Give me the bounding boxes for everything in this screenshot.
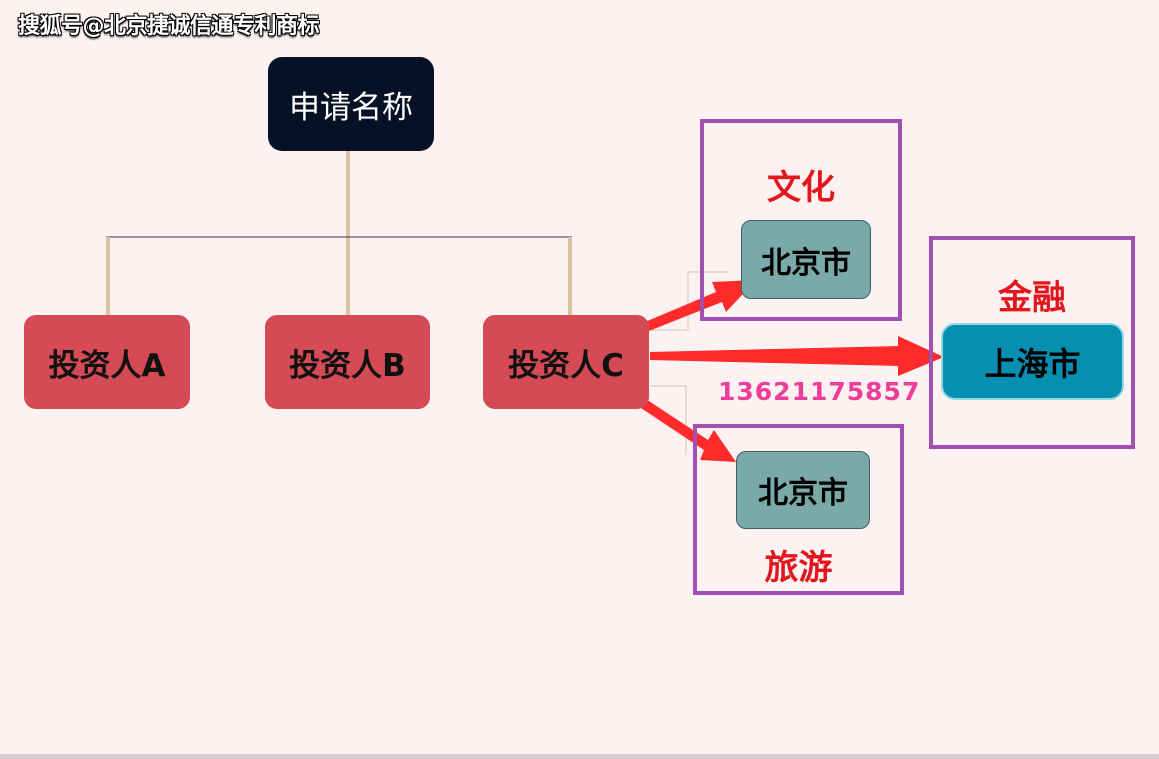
investor-node-c: 投资人C bbox=[483, 315, 649, 409]
investor-node-label: 投资人C bbox=[508, 347, 624, 384]
city-node-culture: 北京市 bbox=[741, 220, 871, 299]
city-label: 上海市 bbox=[984, 344, 1081, 383]
target-frame-tourism bbox=[693, 424, 904, 595]
city-node-tourism: 北京市 bbox=[736, 451, 870, 529]
arrow-to-tourism bbox=[620, 386, 736, 462]
root-node-label: 申请名称 bbox=[289, 89, 413, 126]
category-label-finance: 金融 bbox=[998, 278, 1066, 318]
investor-node-a: 投资人A bbox=[24, 315, 190, 409]
investor-node-label: 投资人B bbox=[289, 347, 406, 384]
category-label-culture: 文化 bbox=[767, 168, 835, 208]
root-node-application-name: 申请名称 bbox=[268, 57, 434, 151]
watermark-text: 搜狐号@北京捷诚信通专利商标 bbox=[18, 14, 320, 39]
arrow-to-finance bbox=[650, 336, 944, 376]
target-frame-finance bbox=[929, 236, 1135, 449]
category-label-tourism: 旅游 bbox=[764, 548, 833, 588]
target-frame-culture bbox=[700, 119, 902, 321]
city-node-finance: 上海市 bbox=[941, 323, 1124, 400]
city-label: 北京市 bbox=[761, 245, 851, 281]
investor-node-b: 投资人B bbox=[265, 315, 430, 409]
phone-number-text: 13621175857 bbox=[718, 377, 921, 406]
elbow-line-upper bbox=[650, 271, 728, 331]
city-label: 北京市 bbox=[758, 476, 848, 511]
investor-node-label: 投资人A bbox=[48, 347, 166, 384]
bottom-edge-bar bbox=[0, 754, 1159, 759]
